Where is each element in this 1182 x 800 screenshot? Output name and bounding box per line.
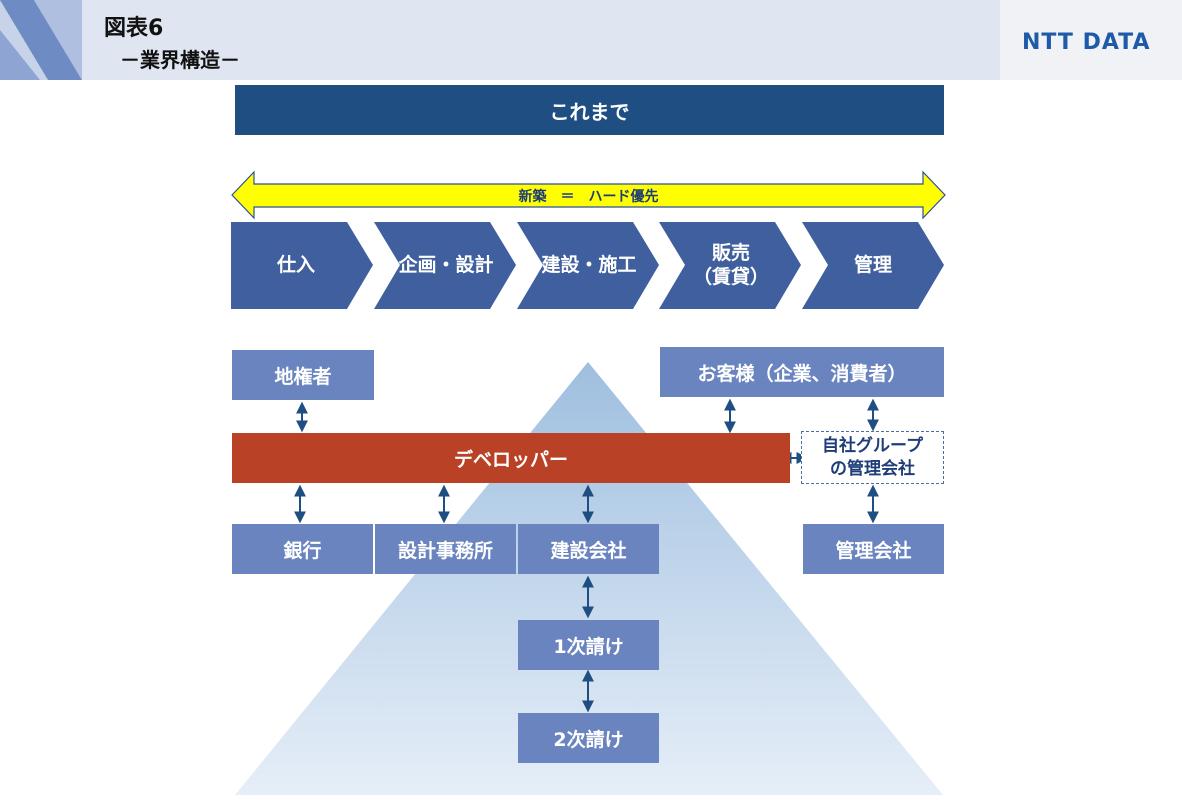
connectors <box>294 398 879 713</box>
group-mgmt-line1: 自社グループ <box>822 436 923 457</box>
arrow-label: 新築 ＝ ハード優先 <box>518 189 659 205</box>
node-customer: お客様（企業、消費者） <box>660 347 944 397</box>
stage-text-5: 管理 <box>853 253 892 276</box>
era-banner: これまで <box>235 85 944 135</box>
node-management-company: 管理会社 <box>803 524 944 574</box>
node-group-management: 自社グループ の管理会社 <box>801 431 944 484</box>
corner-decoration <box>0 0 82 80</box>
brand-logo: NTT DATA <box>1022 30 1151 55</box>
stage-text-4: 販売 （賃貸） <box>692 241 769 288</box>
chevron-stage-5 <box>802 222 944 309</box>
chevron-stage-1 <box>231 222 373 309</box>
logo-area: NTT DATA <box>1000 0 1182 80</box>
node-developer: デベロッパー <box>232 433 790 483</box>
stage-text-1: 仕入 <box>276 253 315 276</box>
stage-label-5: 管理 <box>815 222 931 309</box>
stage-label-2: 企画・設計 <box>388 222 504 309</box>
chevron-stage-2 <box>374 222 516 309</box>
stage-text-2: 企画・設計 <box>398 253 494 276</box>
group-mgmt-line2: の管理会社 <box>829 458 915 479</box>
value-chain-chevrons <box>231 222 944 309</box>
stage-label-4: 販売 （賃貸） <box>672 222 790 309</box>
node-secondary-subcontractor: 2次請け <box>518 713 659 763</box>
chevron-stage-4 <box>659 222 801 309</box>
stage-label-3: 建設・施工 <box>530 222 648 309</box>
node-design-office: 設計事務所 <box>375 524 516 574</box>
stage-text-3: 建設・施工 <box>541 253 637 276</box>
node-primary-subcontractor: 1次請け <box>518 620 659 670</box>
header-bar: 図表6 －業界構造－ NTT DATA <box>0 0 1182 80</box>
figure-subtitle: －業界構造－ <box>120 48 240 72</box>
node-bank: 銀行 <box>232 524 373 574</box>
node-construction-company: 建設会社 <box>518 524 659 574</box>
figure-title: 図表6 <box>104 16 164 41</box>
chevron-stage-3 <box>517 222 659 309</box>
double-arrow <box>231 170 946 220</box>
node-landowner: 地権者 <box>232 350 374 400</box>
stage-label-1: 仕入 <box>231 222 361 309</box>
